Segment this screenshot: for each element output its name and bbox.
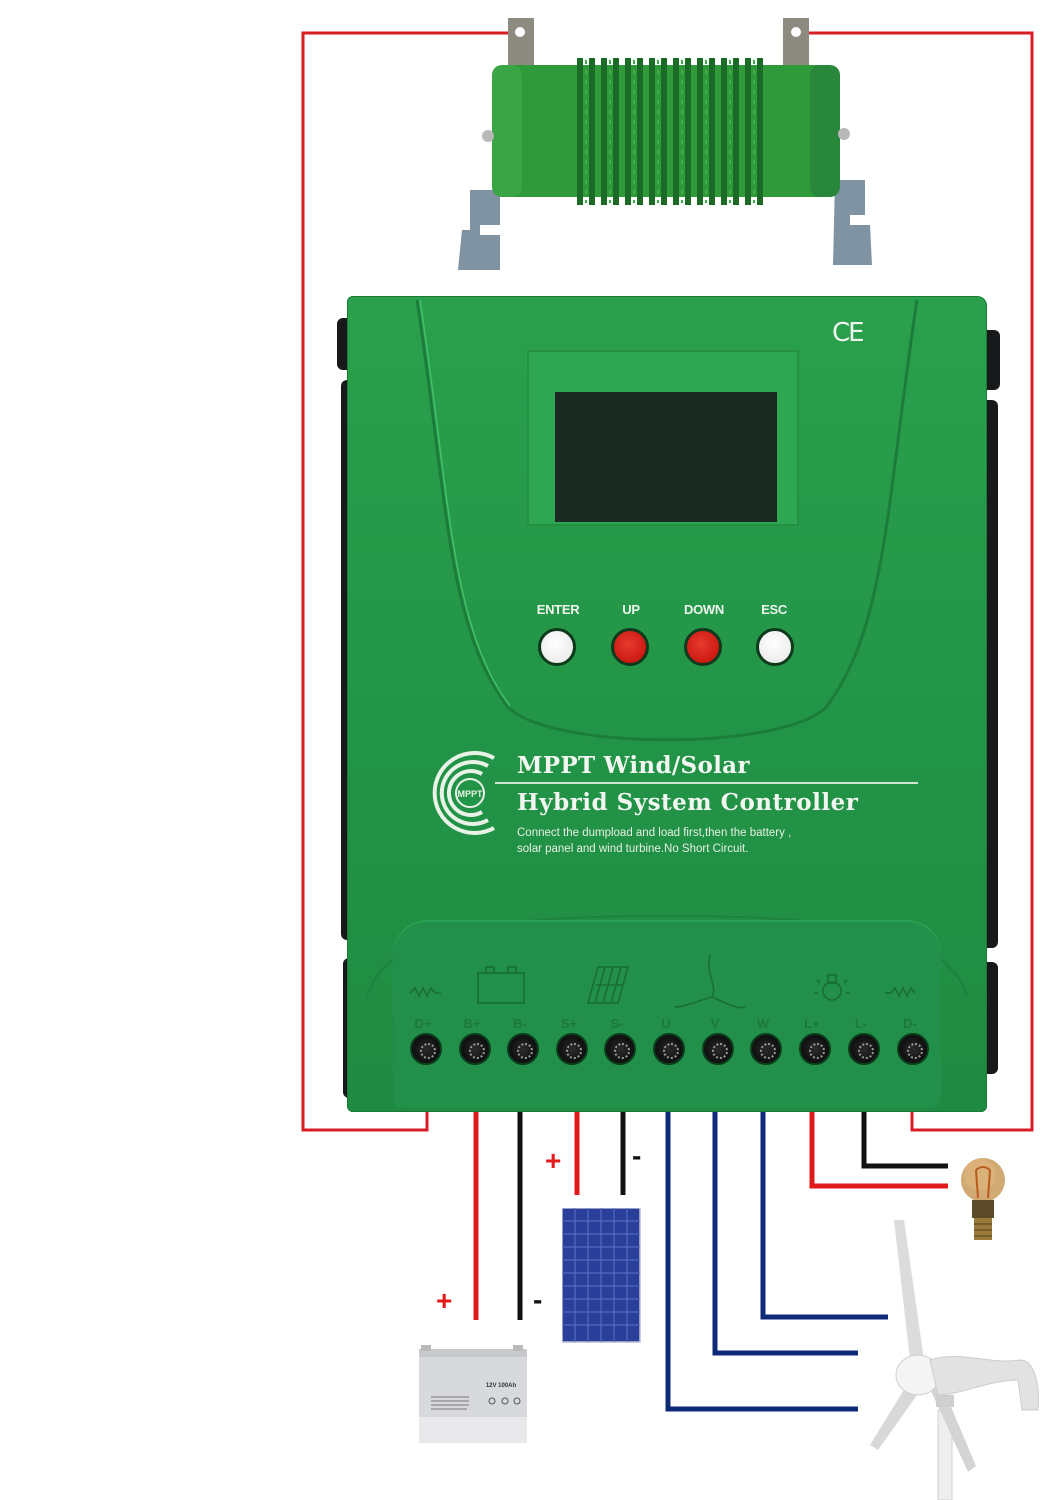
ce-mark: CE bbox=[832, 318, 865, 348]
terminal-screw-s-minus[interactable] bbox=[604, 1033, 636, 1065]
battery: 12V 100Ah bbox=[417, 1345, 529, 1445]
terminal-label-l-minus: L- bbox=[854, 1016, 868, 1031]
battery-icon bbox=[477, 966, 525, 1004]
wind-turbine-icon bbox=[674, 955, 746, 1009]
up-button-label: UP bbox=[622, 602, 640, 617]
light-bulb-icon bbox=[961, 1158, 1005, 1240]
terminal-label-v: V bbox=[710, 1016, 720, 1031]
solar-panel-icon bbox=[562, 1208, 641, 1343]
terminal-screw-l-minus[interactable] bbox=[848, 1033, 880, 1065]
wind-turbine-icon bbox=[870, 1220, 1039, 1500]
battery-rating-label: 12V 100Ah bbox=[486, 1383, 517, 1389]
terminal-screw-w[interactable] bbox=[750, 1033, 782, 1065]
wind-phase-w-wire bbox=[760, 1060, 888, 1320]
terminal-label-s-plus: S+ bbox=[560, 1016, 578, 1031]
product-title-line1: MPPT Wind/Solar bbox=[517, 752, 750, 779]
terminal-label-w: W bbox=[756, 1016, 770, 1031]
enter-button[interactable] bbox=[538, 628, 576, 666]
terminal-screw-u[interactable] bbox=[653, 1033, 685, 1065]
terminal-label-l-plus: L+ bbox=[804, 1016, 820, 1031]
esc-button[interactable] bbox=[756, 628, 794, 666]
terminal-screw-d-minus[interactable] bbox=[897, 1033, 929, 1065]
battery-minus-mark: - bbox=[533, 1284, 543, 1315]
dump-load-resistor-icon-right bbox=[885, 986, 916, 998]
esc-button-label: ESC bbox=[761, 602, 787, 617]
solar-plus-mark: + bbox=[545, 1145, 562, 1176]
mppt-logo-icon: MPPT bbox=[432, 751, 495, 835]
down-button[interactable] bbox=[684, 628, 722, 666]
enter-button-label: ENTER bbox=[536, 602, 580, 617]
up-button[interactable] bbox=[611, 628, 649, 666]
product-title-line2: Hybrid System Controller bbox=[517, 789, 859, 816]
battery-icon: 12V 100Ah bbox=[419, 1345, 527, 1443]
light-bulb-icon bbox=[814, 974, 850, 1001]
terminal-screw-d-plus[interactable] bbox=[410, 1033, 442, 1065]
terminal-label-d-plus: D+ bbox=[414, 1016, 432, 1031]
instruction-line2: solar panel and wind turbine.No Short Ci… bbox=[517, 843, 749, 855]
terminal-label-b-plus: B+ bbox=[463, 1016, 481, 1031]
dump-load-resistor-icon-left bbox=[409, 986, 441, 998]
terminal-icons bbox=[409, 955, 916, 1009]
title-divider bbox=[495, 782, 918, 784]
resistor-icon bbox=[458, 18, 872, 270]
wiring-instructions: Connect the dumpload and load first,then… bbox=[517, 825, 791, 857]
terminal-screw-b-plus[interactable] bbox=[459, 1033, 491, 1065]
terminal-screw-l-plus[interactable] bbox=[799, 1033, 831, 1065]
logo-text: MPPT bbox=[457, 789, 483, 799]
solar-panel-icon bbox=[586, 966, 630, 1004]
terminal-block-panel bbox=[393, 920, 941, 1108]
terminal-label-u: U bbox=[661, 1016, 671, 1031]
instruction-line1: Connect the dumpload and load first,then… bbox=[517, 827, 792, 839]
down-button-label: DOWN bbox=[684, 602, 724, 617]
terminal-label-b-minus: B- bbox=[513, 1016, 527, 1031]
terminal-screw-b-minus[interactable] bbox=[507, 1033, 539, 1065]
solar-minus-mark: - bbox=[632, 1140, 642, 1171]
dump-load-resistor bbox=[440, 10, 900, 280]
wind-phase-v-wire bbox=[712, 1060, 858, 1356]
terminal-label-d-minus: D- bbox=[903, 1016, 917, 1031]
terminal-screw-v[interactable] bbox=[702, 1033, 734, 1065]
lcd-display bbox=[555, 392, 777, 522]
terminal-label-s-minus: S- bbox=[610, 1016, 624, 1031]
wind-phase-u-wire bbox=[665, 1060, 858, 1412]
terminal-screw-s-plus[interactable] bbox=[556, 1033, 588, 1065]
battery-plus-mark: + bbox=[436, 1285, 453, 1316]
